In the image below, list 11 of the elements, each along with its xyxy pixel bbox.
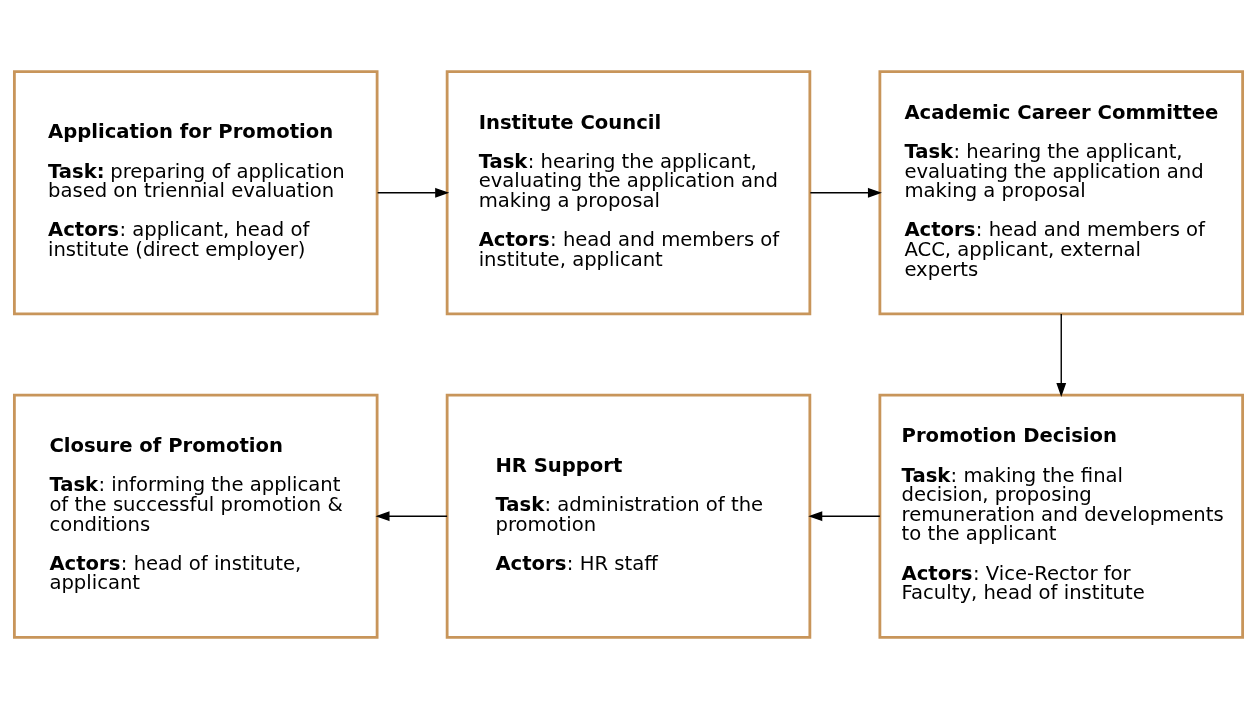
node-box: Closure of Promotion Task: informing the applicant of the successful promotion & conditions Actors: head of institute, applicant bbox=[13, 393, 379, 639]
node-box: Application for Promotion Task: preparing of application based on triennial evaluation Actors: applicant, head of institute (direct employer) bbox=[13, 69, 379, 315]
node-box: HR Support Task: administration of the promotion Actors: HR staff bbox=[445, 393, 812, 639]
arrow bbox=[808, 510, 881, 521]
arrow bbox=[1056, 312, 1067, 397]
node-box: Academic Career Committee Task: hearing the applicant, evaluating the application and making a proposal Actors: head and members of ACC, applicant, external experts bbox=[878, 69, 1244, 315]
arrow bbox=[376, 187, 450, 198]
arrow bbox=[375, 510, 448, 521]
node-box: Promotion Decision Task: making the final decision, proposing remuneration and developments to the applicant Actors: Vice-Rector for Faculty, head of institute bbox=[878, 393, 1244, 639]
arrow bbox=[809, 187, 882, 198]
node-box: Institute Council Task: hearing the applicant, evaluating the application and making a proposal Actors: head and members of institute, applicant bbox=[445, 69, 812, 315]
